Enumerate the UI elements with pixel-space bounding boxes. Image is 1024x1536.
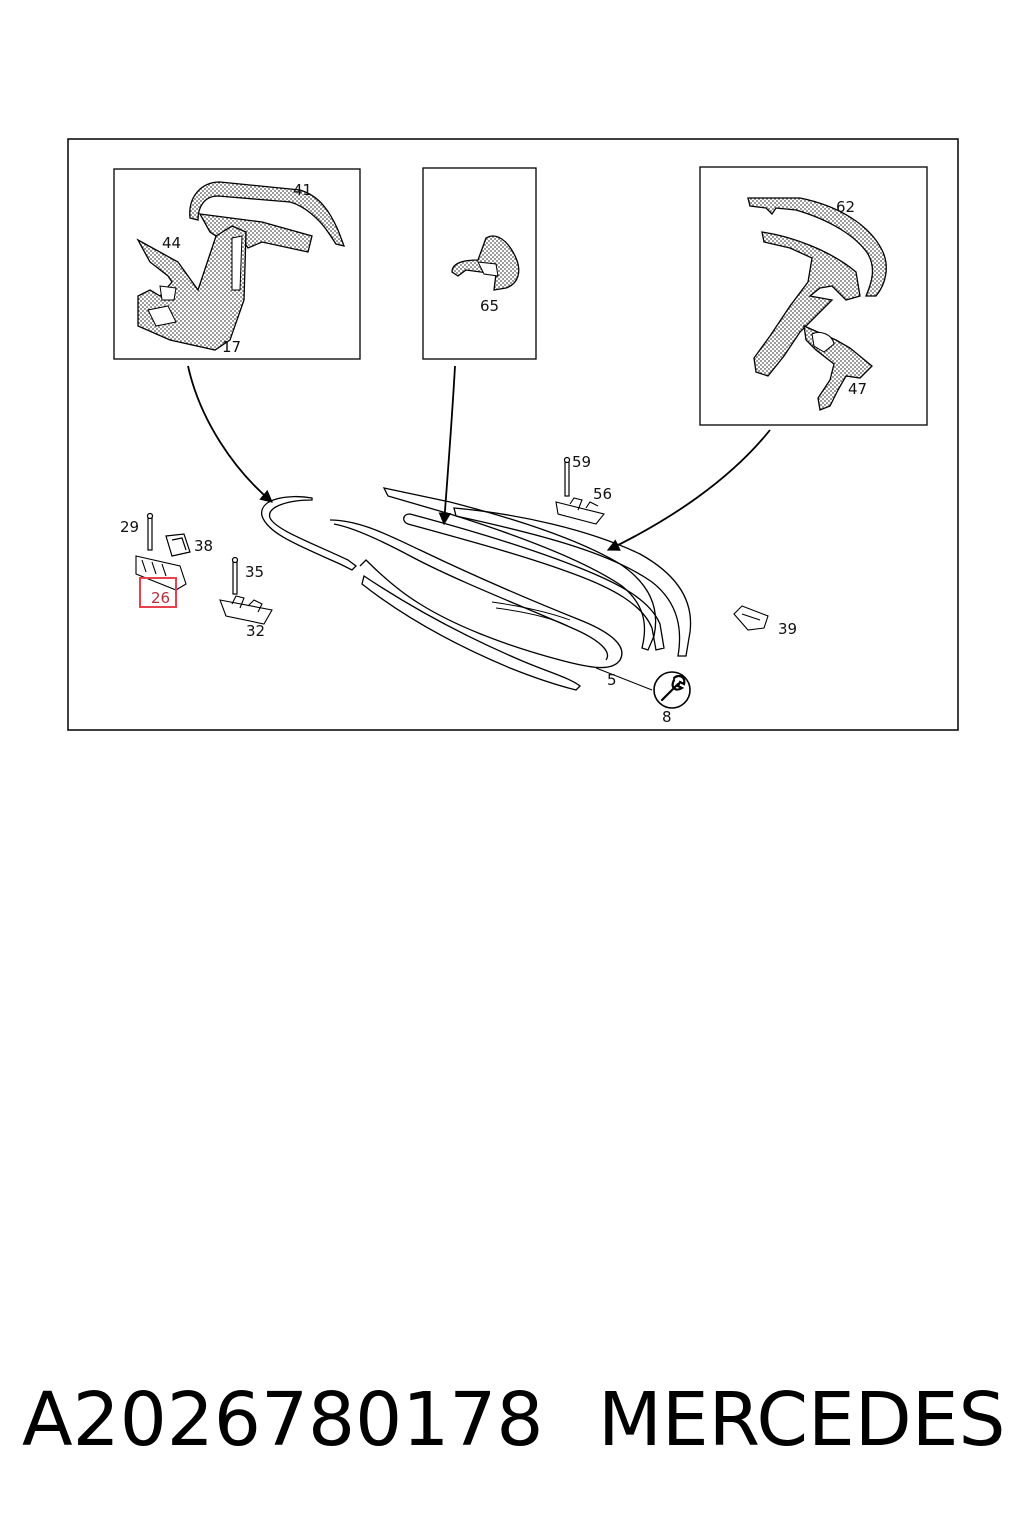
seal-assembly [261,487,692,691]
clip-26 [135,555,187,591]
callout-56: 56 [593,485,612,503]
fastener-35 [231,556,239,595]
callout-59: 59 [572,453,591,471]
brand-name: MERCEDES [598,1377,1006,1463]
callout-38: 38 [194,537,213,555]
callout-47: 47 [848,380,867,398]
callout-65: 65 [480,297,499,315]
detail-box-right [699,166,928,426]
fastener-59 [563,456,571,497]
callout-8: 8 [662,708,672,726]
profile-62-shape [747,197,887,297]
leader-arrow-right [606,429,771,551]
callout-32: 32 [246,622,265,640]
callout-29: 29 [120,518,139,536]
profile-47-shape [753,231,861,377]
callout-62: 62 [836,198,855,216]
leader-arrow-left [187,365,273,503]
callout-26[interactable]: 26 [151,589,170,607]
profile-41-shape [189,181,346,247]
footer: A2026780178 MERCEDES [0,1370,1024,1470]
fastener-29 [146,512,154,551]
highlight-box-26 [139,577,177,608]
bracket-32 [219,595,273,625]
callout-44: 44 [162,234,181,252]
wrench-icon [653,671,691,709]
bracket-56 [555,497,605,525]
detail-box-middle [422,167,537,360]
clip-39 [733,605,769,631]
leader-arrow-middle [438,365,456,526]
callout-35: 35 [245,563,264,581]
callout-5: 5 [607,671,617,689]
profile-17-shape [136,225,247,351]
callout-17: 17 [222,338,241,356]
clip-38 [165,533,191,557]
callout-39: 39 [778,620,797,638]
parts-diagram: 41 44 17 65 62 47 59 56 29 38 35 26 32 3… [0,0,1024,760]
callout-41: 41 [293,181,312,199]
diagram-frame [67,138,959,731]
detail-box-left [113,168,361,360]
part-number: A2026780178 [22,1377,544,1463]
